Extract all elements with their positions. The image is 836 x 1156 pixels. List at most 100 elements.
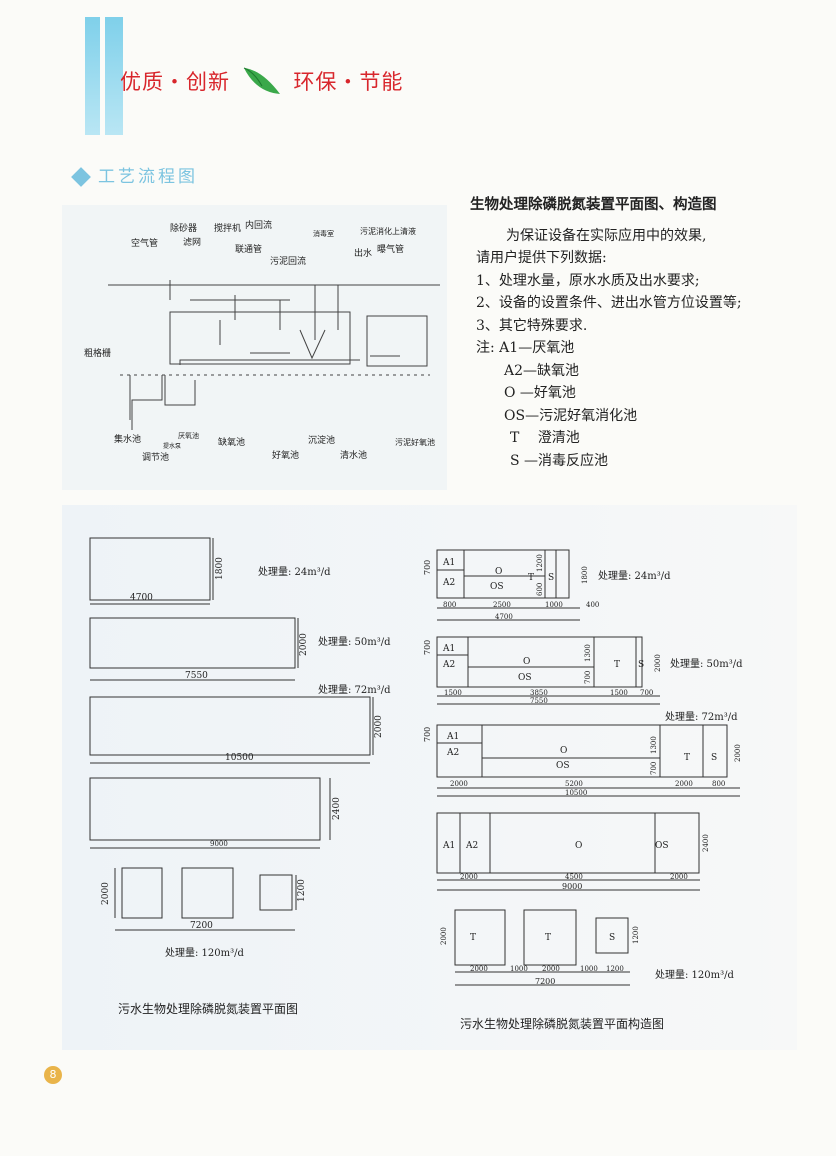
zone-o: O — [523, 657, 530, 667]
decor-bar — [85, 17, 100, 135]
dim-label: 2400 — [702, 834, 710, 852]
note: O —好氧池 — [504, 385, 576, 401]
notes-label: 注: — [476, 340, 495, 356]
note: S —消毒反应池 — [510, 452, 609, 469]
zone-t: T — [684, 753, 690, 763]
decor-bar — [105, 17, 123, 135]
process-flow-diagram: 空气管 除砂器 滤网 搅拌机 内回流 联通管 污泥回流 消毒室 污泥消化上清液 … — [62, 205, 447, 490]
capacity-label: 处理量: 120m³/d — [165, 947, 244, 959]
label-disinfection-room: 消毒室 — [313, 229, 334, 238]
zone-a2: A2 — [465, 841, 478, 851]
dim-label: 2000 — [450, 780, 468, 788]
dim-label: 2000 — [374, 715, 384, 738]
label-sludge-aerobic-tank: 污泥好氧池 — [395, 437, 435, 447]
slogan: 优质・创新 环保・节能 — [120, 66, 403, 96]
dim-label: 800 — [443, 601, 456, 609]
zone-a2: A2 — [442, 660, 455, 670]
zone-o: O — [575, 841, 582, 851]
dim-label: 7200 — [535, 977, 555, 986]
zone-s: S — [548, 573, 554, 583]
info-title: 生物处理除磷脱氮装置平面图、构造图 — [470, 197, 717, 213]
section-heading: 工艺流程图 — [70, 162, 198, 187]
dim-label: 2000 — [299, 633, 309, 656]
slogan-right: 环保・节能 — [293, 70, 404, 94]
label-connecting-pipe: 联通管 — [235, 243, 262, 255]
dim-label: 10500 — [225, 753, 254, 763]
dim-label: 2000 — [670, 873, 688, 881]
zone-a1: A1 — [442, 644, 455, 654]
label-coarse-screen: 粗格栅 — [84, 347, 111, 359]
label-outlet: 出水 — [354, 247, 372, 259]
dim-label: 1800 — [215, 557, 225, 580]
zone-a1: A1 — [442, 558, 455, 568]
dim-label: 1800 — [581, 566, 589, 584]
dim-label: 4500 — [565, 873, 583, 881]
dim-label: 2000 — [440, 927, 448, 945]
dim-label: 10500 — [565, 789, 587, 797]
dim-label: 1000 — [545, 601, 563, 609]
dim-label: 7200 — [190, 921, 213, 931]
label-internal-reflux: 内回流 — [245, 219, 272, 231]
note: OS—污泥好氧消化池 — [504, 407, 638, 424]
dim-label: 600 — [536, 583, 544, 596]
info-item: 2、设备的设置条件、进出水管方位设置等; — [476, 295, 742, 311]
label-aerobic-tank: 好氧池 — [272, 449, 299, 461]
dim-label: 2500 — [493, 601, 511, 609]
label-aeration-pipe: 曝气管 — [377, 243, 404, 255]
dim-label: 2000 — [460, 873, 478, 881]
dim-label: 4700 — [130, 593, 153, 603]
capacity-label: 处理量: 50m³/d — [318, 636, 391, 648]
leaf-icon — [243, 67, 280, 94]
zone-a1: A1 — [442, 841, 455, 851]
info-item: 3、其它特殊要求. — [476, 317, 588, 334]
dim-label: 9000 — [562, 882, 582, 891]
zone-s: S — [609, 933, 615, 943]
label-sludge-reflux: 污泥回流 — [270, 255, 306, 267]
dim-label: 2400 — [332, 797, 342, 820]
page-number: 8 — [44, 1066, 62, 1084]
capacity-label: 处理量: 24m³/d — [598, 570, 671, 582]
dim-label: 700 — [423, 640, 432, 655]
zone-a2: A2 — [446, 748, 459, 758]
capacity-label: 处理量: 72m³/d — [318, 684, 391, 696]
zone-t: T — [614, 660, 620, 670]
dim-label: 1000 — [580, 965, 598, 973]
dim-label: 5200 — [565, 780, 583, 788]
zone-a2: A2 — [442, 578, 455, 588]
label-clear-water-tank: 清水池 — [340, 449, 367, 461]
info-intro-2: 请用户提供下列数据: — [476, 250, 607, 266]
info-intro-1: 为保证设备在实际应用中的效果, — [506, 227, 707, 244]
dim-label: 1200 — [536, 554, 544, 572]
dim-label: 700 — [423, 560, 432, 575]
zone-t: T — [545, 933, 551, 943]
dim-label: 1000 — [510, 965, 528, 973]
dim-label: 700 — [640, 689, 653, 697]
zone-o: O — [495, 567, 502, 577]
dim-label: 2000 — [654, 654, 662, 672]
dim-label: 2000 — [734, 744, 742, 762]
dim-label: 1300 — [650, 736, 658, 754]
capacity-label: 处理量: 72m³/d — [665, 711, 738, 723]
dim-label: 1500 — [610, 689, 628, 697]
note: A2—缺氧池 — [504, 362, 580, 379]
label-lift-pump: 提水泵 — [163, 442, 181, 450]
zone-os: OS — [518, 673, 532, 683]
dim-label: 1300 — [584, 644, 592, 662]
dim-label: 800 — [712, 780, 725, 788]
note: A1—厌氧池 — [499, 340, 575, 356]
dim-label: 2000 — [542, 965, 560, 973]
label-filter-screen: 滤网 — [183, 236, 201, 248]
zone-a1: A1 — [446, 732, 459, 742]
dim-label: 1200 — [606, 965, 624, 973]
note: T 澄清池 — [510, 430, 580, 446]
dim-label: 2000 — [675, 780, 693, 788]
dim-label: 2000 — [101, 882, 111, 905]
dim-label: 700 — [423, 727, 432, 742]
label-settling-tank: 沉淀池 — [308, 434, 335, 446]
info-item: 1、处理水量，原水水质及出水要求; — [476, 272, 700, 289]
dim-label: 1500 — [444, 689, 462, 697]
label-anoxic-tank: 缺氧池 — [218, 436, 245, 448]
zone-t: T — [470, 933, 476, 943]
zone-os: OS — [655, 841, 669, 851]
